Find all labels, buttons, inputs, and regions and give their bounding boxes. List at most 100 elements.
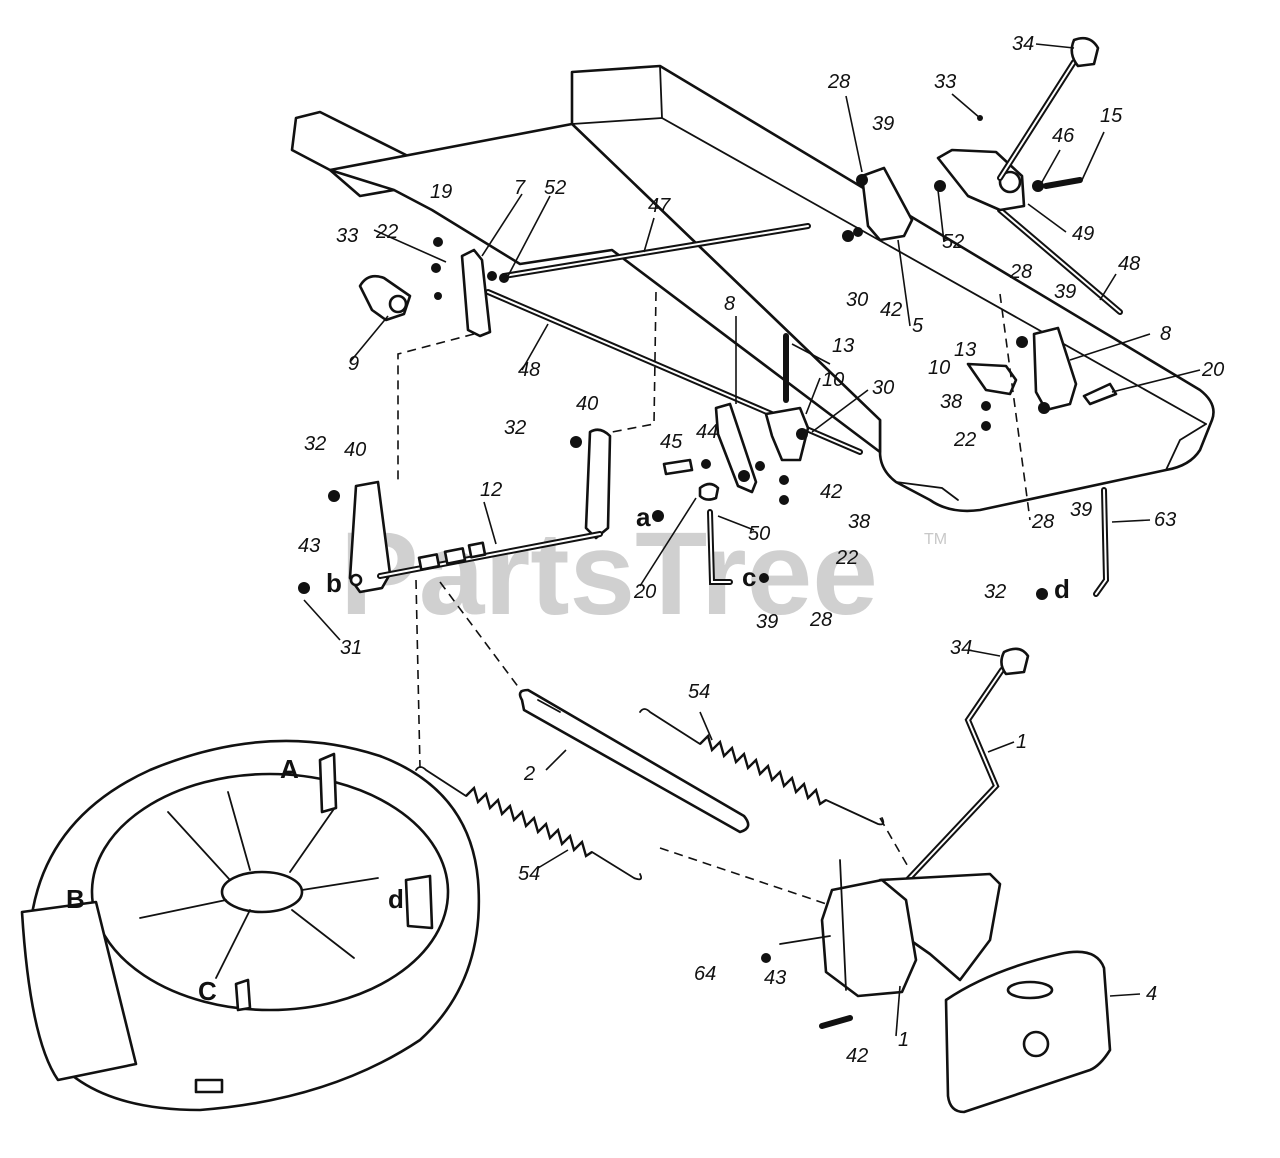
callout-42: 42 — [846, 1045, 868, 1067]
callout-32: 32 — [304, 433, 326, 455]
callout-63: 63 — [1154, 509, 1176, 531]
connection-letter-d: d — [388, 884, 404, 914]
leader-lines — [303, 43, 1201, 1037]
callout-64: 64 — [694, 963, 716, 985]
callout-54: 54 — [518, 863, 540, 885]
callout-28: 28 — [827, 71, 850, 93]
callout-22: 22 — [835, 547, 858, 569]
callout-15: 15 — [1100, 105, 1123, 127]
cover-plate-4 — [944, 950, 1112, 1114]
callout-54: 54 — [688, 681, 710, 703]
callout-9: 9 — [348, 353, 359, 375]
callout-34: 34 — [950, 637, 972, 659]
lift-arm-left — [328, 480, 392, 594]
callout-7: 7 — [514, 177, 526, 199]
callout-46: 46 — [1052, 125, 1075, 147]
watermark-tm: TM — [924, 531, 947, 548]
callout-40: 40 — [576, 393, 598, 415]
washer-22-center — [779, 495, 789, 505]
callout-28: 28 — [1031, 511, 1054, 533]
lift-cam-49 — [934, 148, 1083, 212]
callout-39: 39 — [1070, 499, 1092, 521]
callout-32: 32 — [984, 581, 1006, 603]
callout-22: 22 — [953, 429, 976, 451]
callout-19: 19 — [430, 181, 452, 203]
link-2 — [518, 688, 750, 834]
connection-letter-C: C — [198, 976, 217, 1006]
rod-48-right — [997, 207, 1123, 315]
pin-19 — [433, 237, 443, 247]
watermark-text: PartsTree — [340, 508, 878, 640]
callout-1: 1 — [1016, 731, 1027, 753]
lift-cam-9 — [358, 274, 442, 322]
callout-47: 47 — [648, 195, 671, 217]
callout-28: 28 — [809, 609, 832, 631]
callout-13: 13 — [954, 339, 976, 361]
callout-40: 40 — [344, 439, 366, 461]
callout-38: 38 — [940, 391, 962, 413]
connection-letter-d: d — [1054, 574, 1070, 604]
washer-43 — [298, 582, 310, 594]
callout-30: 30 — [846, 289, 868, 311]
callout-12: 12 — [480, 479, 502, 501]
callout-20: 20 — [1201, 359, 1224, 381]
rod-12 — [377, 531, 603, 579]
callout-43: 43 — [764, 967, 786, 989]
callout-52: 52 — [544, 177, 566, 199]
washer-d — [1036, 588, 1048, 600]
callout-43: 43 — [298, 535, 320, 557]
washer-39-c — [759, 573, 769, 583]
rod-63 — [1093, 487, 1110, 597]
lift-handle-34-upper — [997, 36, 1100, 181]
callout-50: 50 — [748, 523, 770, 545]
callout-33: 33 — [336, 225, 358, 247]
callout-8: 8 — [724, 293, 735, 315]
callout-2: 2 — [523, 763, 535, 785]
callout-8: 8 — [1160, 323, 1171, 345]
callout-10: 10 — [928, 357, 950, 379]
callout-22: 22 — [375, 221, 398, 243]
callout-49: 49 — [1072, 223, 1094, 245]
bracket-8-right — [1016, 326, 1078, 414]
connection-letter-B: B — [66, 884, 85, 914]
callout-5: 5 — [912, 315, 924, 337]
callout-10: 10 — [822, 369, 844, 391]
bracket-7 — [460, 248, 509, 338]
callout-30: 30 — [872, 377, 894, 399]
callout-20: 20 — [633, 581, 656, 603]
callout-42: 42 — [820, 481, 842, 503]
callout-28: 28 — [1009, 261, 1032, 283]
rod-47 — [501, 223, 811, 279]
connection-letter-a: a — [636, 502, 651, 532]
callout-1: 1 — [898, 1029, 909, 1051]
callout-39: 39 — [1054, 281, 1076, 303]
callout-32: 32 — [504, 417, 526, 439]
bracket-8-center — [714, 402, 765, 494]
nut-38-center — [779, 475, 789, 485]
callout-33: 33 — [934, 71, 956, 93]
callout-38: 38 — [848, 511, 870, 533]
connection-letter-c: c — [742, 562, 756, 592]
callout-44: 44 — [696, 421, 718, 443]
bolt-45 — [662, 458, 711, 476]
callout-4: 4 — [1146, 983, 1157, 1005]
washer-a — [652, 510, 664, 522]
connection-letter-A: A — [280, 754, 299, 784]
callout-52: 52 — [942, 231, 964, 253]
callout-45: 45 — [660, 431, 683, 453]
spring-54-upper — [639, 708, 885, 826]
callout-31: 31 — [340, 637, 362, 659]
callout-48: 48 — [1118, 253, 1140, 275]
callout-39: 39 — [756, 611, 778, 633]
callout-13: 13 — [832, 335, 854, 357]
bracket-10-center — [764, 406, 810, 462]
height-adjust-housing — [761, 859, 1002, 1029]
callout-42: 42 — [880, 299, 902, 321]
washer-22 — [431, 263, 441, 273]
clevis-20-center — [698, 482, 720, 501]
callout-39: 39 — [872, 113, 894, 135]
mower-deck-housing — [20, 739, 481, 1112]
